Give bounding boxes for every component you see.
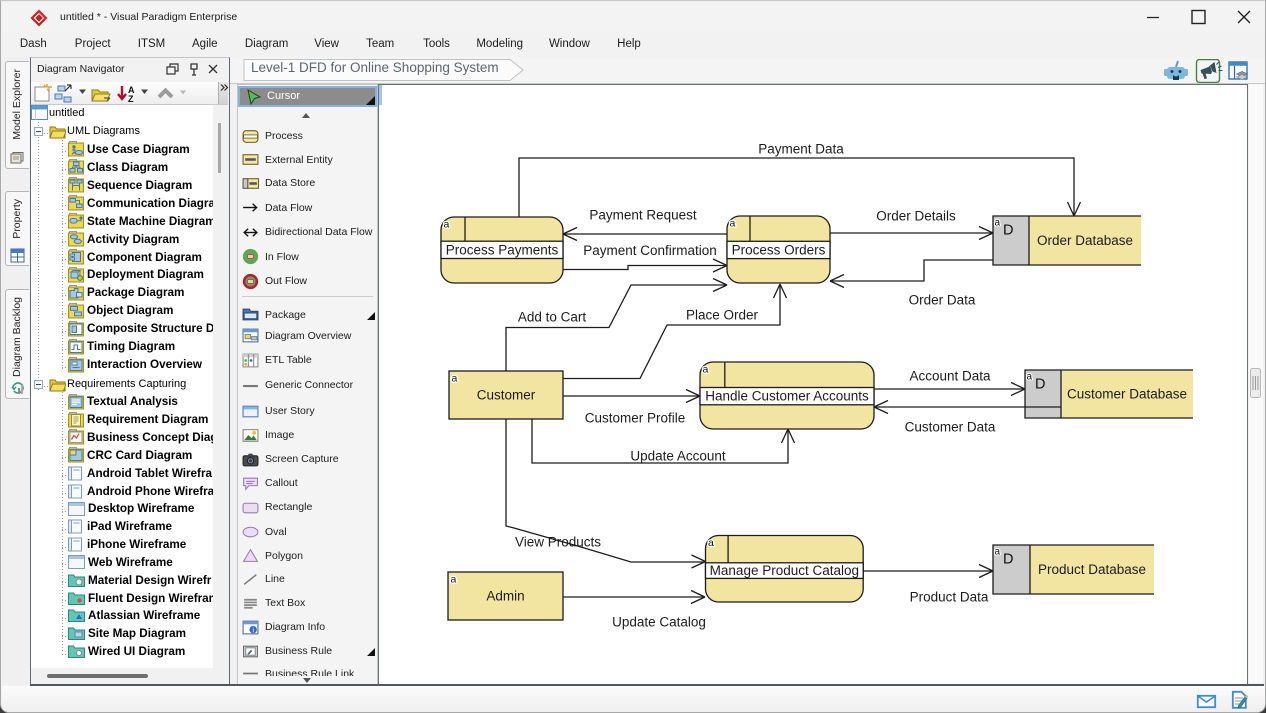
svg-text:Update Account: Update Account — [630, 449, 726, 464]
svg-text:Manage Product Catalog: Manage Product Catalog — [710, 563, 859, 578]
svg-text:Handle Customer Accounts: Handle Customer Accounts — [705, 389, 869, 404]
svg-text:Customer Database: Customer Database — [1067, 387, 1187, 402]
svg-text:a: a — [452, 373, 458, 385]
svg-text:Add to Cart: Add to Cart — [518, 310, 587, 325]
svg-text:a: a — [730, 218, 736, 230]
svg-text:Order Details: Order Details — [876, 209, 956, 224]
svg-text:i: i — [252, 625, 254, 634]
svg-text:Order Data: Order Data — [909, 293, 976, 308]
svg-text:View Products: View Products — [515, 535, 601, 550]
svg-text:a: a — [995, 218, 1001, 229]
svg-text:a: a — [451, 574, 457, 586]
svg-text:Payment Request: Payment Request — [589, 208, 697, 223]
svg-text:Admin: Admin — [486, 589, 524, 604]
svg-text:a: a — [444, 219, 450, 231]
svg-text:D: D — [1035, 377, 1045, 393]
svg-text:a: a — [703, 364, 709, 376]
svg-text:Product Data: Product Data — [910, 590, 989, 605]
svg-text:a: a — [708, 537, 714, 549]
svg-text:Z: Z — [128, 94, 134, 104]
svg-text:Customer Profile: Customer Profile — [585, 411, 686, 426]
svg-text:D: D — [1003, 223, 1013, 239]
svg-text:Order Database: Order Database — [1037, 233, 1133, 248]
svg-text:Product Database: Product Database — [1038, 562, 1146, 577]
svg-text:A: A — [128, 85, 135, 95]
svg-text:Process Payments: Process Payments — [446, 242, 559, 257]
svg-text:Process Orders: Process Orders — [732, 242, 826, 257]
svg-text:a: a — [1027, 372, 1033, 383]
svg-text:Customer Data: Customer Data — [905, 420, 996, 435]
svg-text:Place Order: Place Order — [686, 308, 759, 323]
svg-text:Payment Confirmation: Payment Confirmation — [583, 243, 717, 258]
svg-text:Update Catalog: Update Catalog — [612, 615, 706, 630]
svg-text:Account Data: Account Data — [909, 369, 991, 384]
svg-text:Customer: Customer — [477, 388, 536, 403]
svg-text:Payment Data: Payment Data — [758, 142, 844, 157]
svg-text:a: a — [995, 547, 1001, 558]
svg-text:D: D — [1003, 552, 1013, 568]
